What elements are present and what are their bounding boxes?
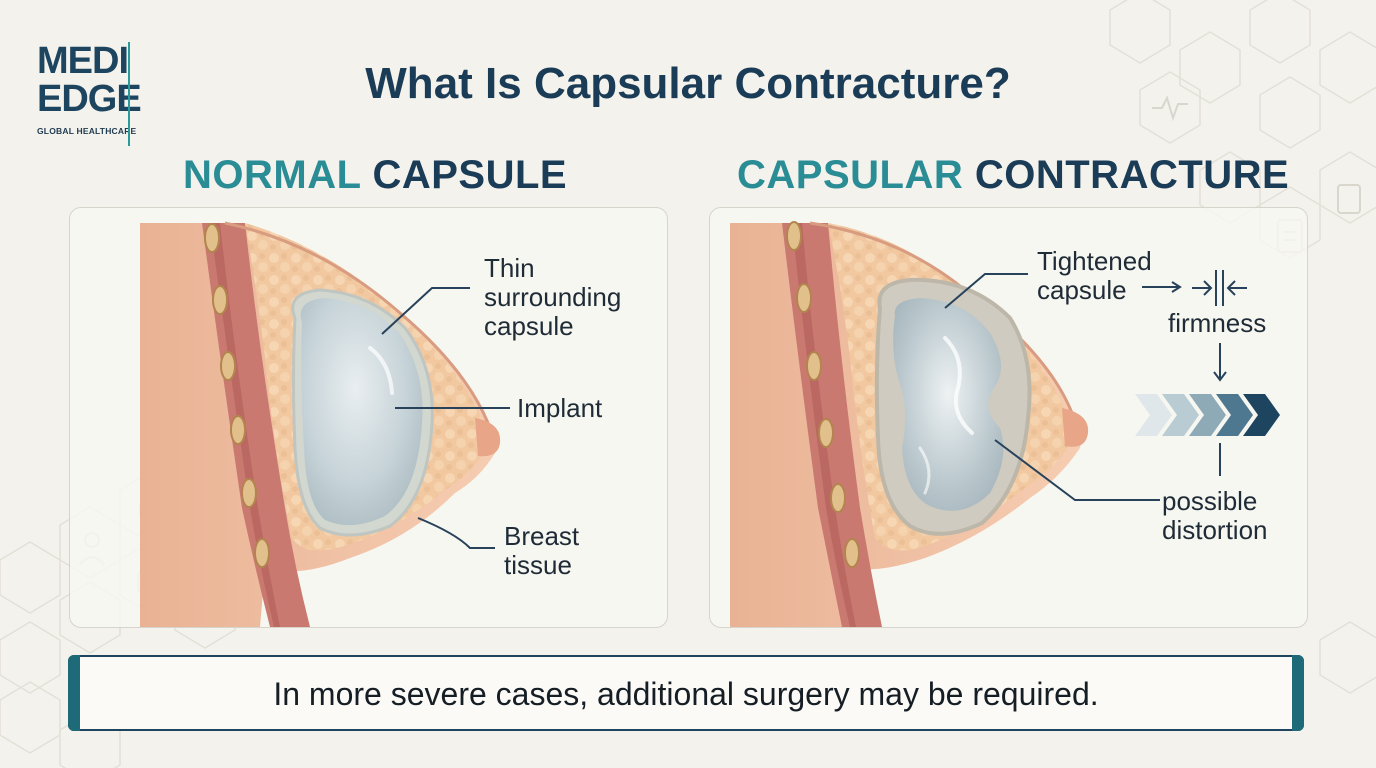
label-implant: Implant <box>517 393 603 423</box>
capsular-contracture-heading: CAPSULAR CONTRACTURE <box>737 152 1289 198</box>
capsular-contracture-panel: Tightened capsule firmness possible dist… <box>709 207 1308 628</box>
leader-tissue <box>417 517 495 549</box>
normal-capsule-panel: Thin surrounding capsule Implant Breast … <box>69 207 668 628</box>
label-possible-distortion: possible distortion <box>1162 486 1268 545</box>
progression-chevrons <box>1135 394 1280 436</box>
leader-capsule <box>381 287 470 335</box>
leader-tightened-capsule <box>944 273 1028 309</box>
page-title: What Is Capsular Contracture? <box>365 59 1011 108</box>
label-breast-tissue: Breast tissue <box>504 521 580 580</box>
normal-capsule-heading: NORMAL CAPSULE <box>183 152 567 198</box>
medi-edge-logo: MEDI EDGE GLOBAL HEALTHCARE <box>33 40 142 148</box>
contracture-heading-main: CONTRACTURE <box>974 153 1290 197</box>
severe-cases-callout: In more severe cases, additional surgery… <box>68 655 1304 731</box>
callout-left-accent <box>68 655 80 731</box>
normal-heading-accent: NORMAL <box>183 153 361 197</box>
logo-accent-bar <box>128 42 130 146</box>
label-tightened-capsule: Tightened capsule <box>1037 246 1152 305</box>
contracture-breast-illustration <box>730 221 1280 627</box>
callout-right-accent <box>1292 655 1304 731</box>
label-thin-capsule: Thin surrounding capsule <box>484 253 622 341</box>
label-firmness: firmness <box>1168 308 1267 338</box>
compression-icon <box>1192 270 1247 306</box>
logo-line-2: EDGE <box>37 78 142 120</box>
logo-line-1: MEDI <box>37 40 129 82</box>
normal-heading-main: CAPSULE <box>372 153 568 197</box>
leader-distortion <box>994 439 1160 501</box>
normal-breast-illustration <box>140 221 510 627</box>
contracture-heading-accent: CAPSULAR <box>737 153 964 197</box>
logo-tagline: GLOBAL HEALTHCARE <box>37 126 137 136</box>
callout-text: In more severe cases, additional surgery… <box>273 676 1099 712</box>
